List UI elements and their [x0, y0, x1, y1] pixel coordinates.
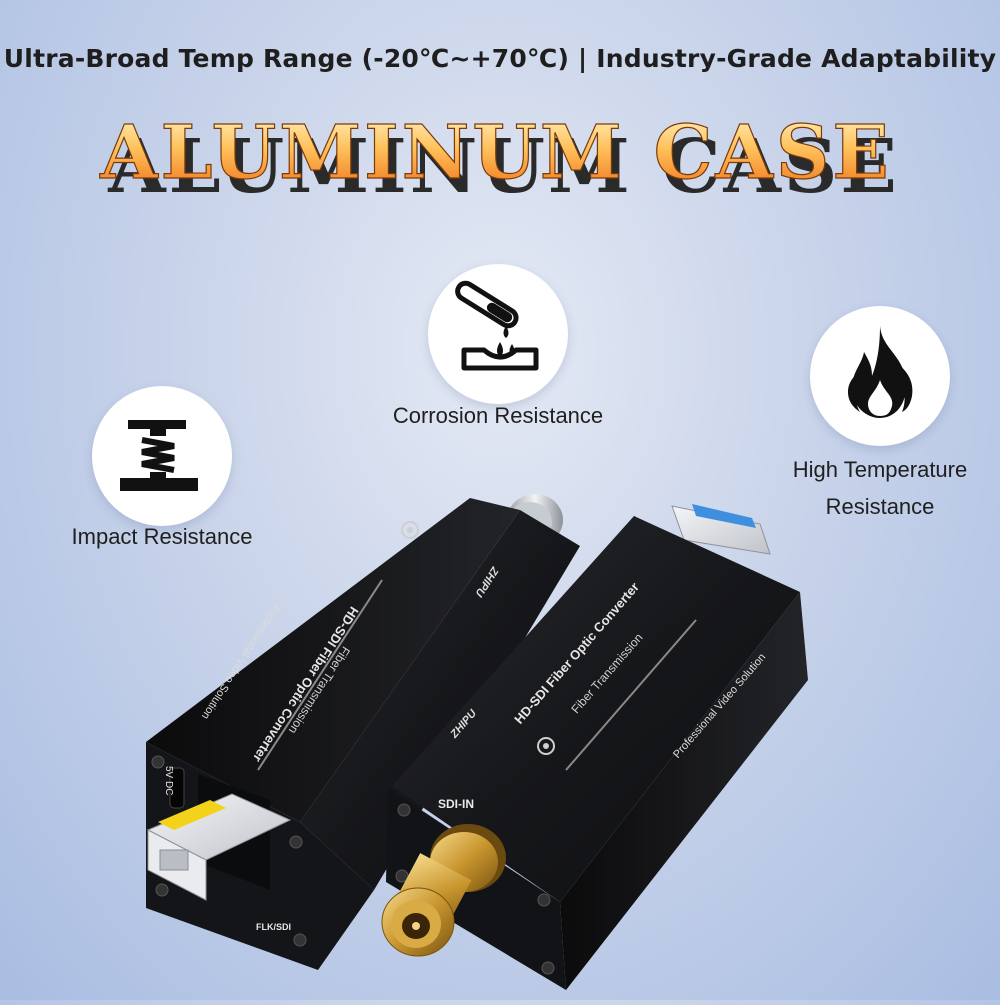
headline: ALUMINUM CASE	[99, 110, 891, 196]
tagline: Ultra-Broad Temp Range (-20℃~+70℃) | Ind…	[3, 44, 997, 73]
impact-feature-circle	[92, 386, 232, 526]
impact-label: Impact Resistance	[71, 524, 253, 549]
left-power-label: 5V DC	[163, 766, 174, 795]
left-port-label: FLK/SDI	[256, 922, 291, 932]
flame-icon	[848, 326, 913, 418]
headline-shadow: ALUMINUM CASE	[107, 124, 899, 210]
left-converter: HD-SDI Fiber Optic Converter Fiber Trans…	[146, 494, 580, 970]
right-port-label: SDI-IN	[438, 797, 474, 811]
headline-banner: ALUMINUM CASE ALUMINUM CASE	[0, 100, 1000, 210]
temperature-feature-circle	[810, 306, 950, 446]
temperature-label-line2: Resistance	[825, 494, 935, 519]
compression-spring-icon	[120, 420, 198, 491]
product-illustration: HD-SDI Fiber Optic Converter Fiber Trans…	[0, 470, 1000, 1000]
temperature-label-line1: High Temperature	[792, 457, 968, 482]
corrosion-label: Corrosion Resistance	[392, 403, 604, 428]
acid-drop-test-tube-icon	[455, 280, 539, 371]
corrosion-feature-circle	[428, 264, 568, 404]
bnc-connector	[381, 824, 506, 957]
right-converter: SDI-IN HD-SDI Fiber Optic Converter Fibe…	[381, 504, 808, 990]
